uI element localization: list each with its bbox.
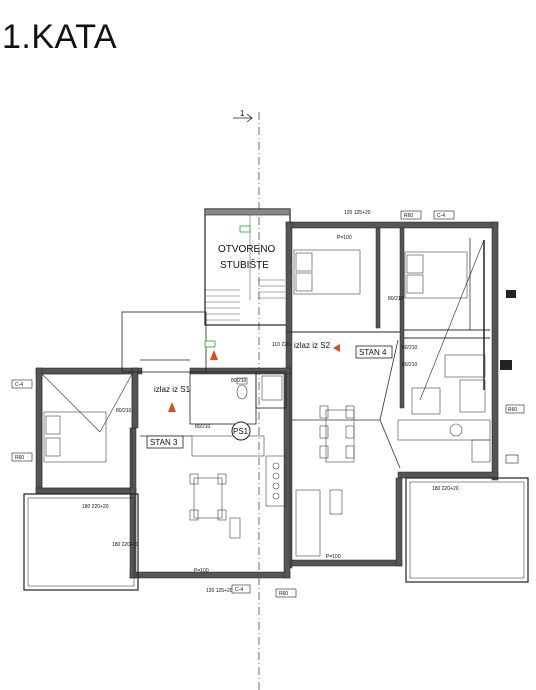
window-label: 180 220+20 [82, 504, 109, 510]
ps1-marker [231, 421, 251, 441]
balcony-right [405, 477, 529, 583]
door-label: 80/210 [195, 424, 211, 430]
bed-icon [43, 411, 107, 463]
exit-s1-label: izlaz iz S1 [154, 385, 191, 394]
toilet-icon [236, 377, 248, 400]
window-label: 180 220+20 [112, 542, 139, 548]
ps1-label: PS1 [233, 427, 249, 436]
door-label: 80/210 [402, 345, 418, 351]
svg-text:C-4: C-4 [235, 587, 243, 593]
exit-arrow-icon [168, 402, 176, 412]
bed-icon [404, 251, 468, 299]
c4-tag: C-4 [433, 210, 455, 220]
svg-text:R60: R60 [279, 591, 288, 597]
kitchen-counter [397, 354, 491, 441]
c4-tag: C-4 [231, 584, 251, 594]
svg-text:R60: R60 [508, 407, 517, 413]
stan3-label: STAN 3 [150, 438, 178, 447]
exit-s2-label: izlaz iz S2 [294, 341, 331, 350]
page-title: 1.KATA [2, 18, 118, 56]
stairs-label-line1: OTVORENO [218, 244, 275, 255]
door-label: 80/210 [116, 408, 132, 414]
section-marker-label: 1 [240, 109, 245, 118]
svg-text:R60: R60 [15, 455, 24, 461]
r60-tag: R60 [11, 452, 33, 462]
exit-arrow-icon [333, 344, 340, 352]
svg-text:R60: R60 [404, 213, 413, 219]
c4-tag: C-4 [11, 379, 33, 389]
door-label: 80/210 [402, 362, 418, 368]
window-label: 180 220+20 [432, 486, 459, 492]
door-label: 80/210 [388, 296, 404, 302]
fixture-icon [500, 290, 519, 464]
balcony-left [23, 493, 139, 591]
window-label: 120 125+20 [206, 588, 233, 594]
exit-arrow-icon [210, 350, 218, 360]
r60-tag: R60 [400, 210, 422, 220]
svg-text:C-4: C-4 [15, 382, 23, 388]
dining-table [319, 405, 355, 463]
exit-sign-icon [239, 225, 251, 233]
r60-tag: R60 [275, 588, 297, 598]
central-living-walls [285, 331, 403, 569]
stan4-walls [285, 221, 499, 481]
kitchen-counter [191, 435, 287, 507]
stan4-label: STAN 4 [359, 348, 387, 357]
stan3-walls [35, 367, 291, 579]
window-label: 120 125+20 [344, 210, 371, 216]
window-label: P=100 [337, 235, 352, 241]
window-label: P=100 [326, 554, 341, 560]
dining-table [189, 473, 241, 539]
r60-tag: R60 [505, 404, 525, 414]
exit-sign-icon [204, 340, 216, 348]
sofa [295, 489, 343, 557]
section-marker [233, 113, 253, 123]
door-label: 80/210 [231, 378, 247, 384]
bed-icon [293, 249, 361, 295]
stairs-label-line2: STUBIŠTE [220, 258, 269, 271]
window-label: P=100 [194, 568, 209, 574]
svg-text:C-4: C-4 [437, 213, 445, 219]
window-label: 110 220 [272, 342, 290, 348]
